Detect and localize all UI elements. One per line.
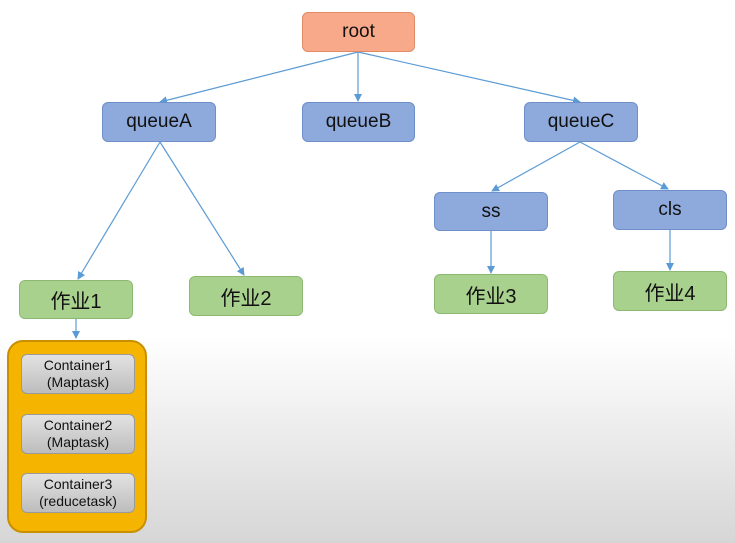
- node-queueC: queueC: [524, 102, 638, 142]
- node-queueA: queueA: [102, 102, 216, 142]
- edge-queueC-cls: [579, 141, 669, 190]
- node-job1: 作业1: [19, 280, 133, 319]
- node-root: root: [302, 12, 415, 52]
- container-item: Container1 (Maptask): [21, 354, 135, 394]
- node-cls: cls: [613, 190, 727, 230]
- edge-queueA-job2: [159, 141, 245, 276]
- edge-queueA-job1: [77, 141, 161, 280]
- edge-queueC-ss: [491, 141, 581, 192]
- container-name: Container3: [43, 476, 113, 492]
- container-pool: Container1 (Maptask) Container2 (Maptask…: [7, 340, 147, 533]
- container-task: (reducetask): [39, 493, 117, 509]
- node-ss: ss: [434, 192, 548, 231]
- node-job4: 作业4: [613, 271, 727, 311]
- edge-root-queueA: [159, 51, 359, 105]
- container-task: (Maptask): [46, 374, 110, 390]
- edge-root-queueC: [357, 51, 581, 105]
- node-job3: 作业3: [434, 274, 548, 314]
- node-job2: 作业2: [189, 276, 303, 316]
- container-item: Container3 (reducetask): [21, 473, 135, 513]
- container-name: Container1: [43, 357, 113, 373]
- container-task: (Maptask): [46, 434, 110, 450]
- container-item: Container2 (Maptask): [21, 414, 135, 454]
- node-queueB: queueB: [302, 102, 415, 142]
- container-name: Container2: [43, 417, 113, 433]
